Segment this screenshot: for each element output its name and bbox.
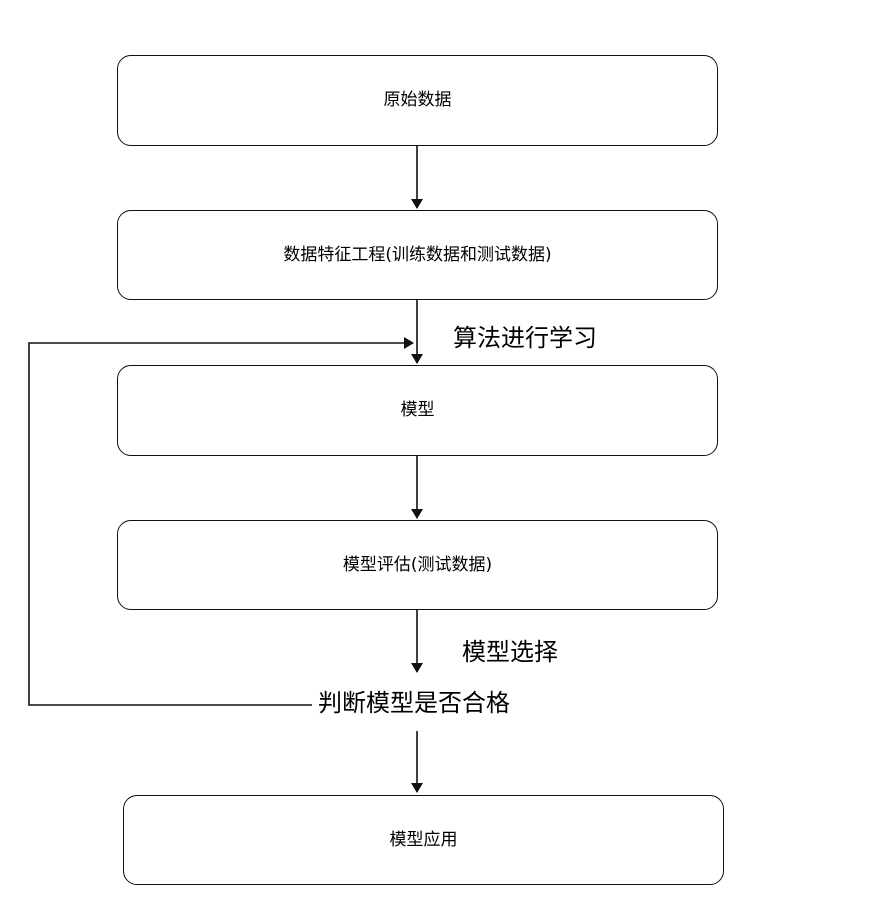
node-model-evaluation-label: 模型评估(测试数据) xyxy=(342,554,493,575)
label-model-selection: 模型选择 xyxy=(462,638,558,666)
node-raw-data: 原始数据 xyxy=(117,55,718,146)
node-model-application-label: 模型应用 xyxy=(389,829,458,850)
node-model-evaluation: 模型评估(测试数据) xyxy=(117,520,718,610)
node-model-application: 模型应用 xyxy=(123,795,724,885)
node-raw-data-label: 原始数据 xyxy=(383,90,452,110)
label-qualification-check: 判断模型是否合格 xyxy=(318,689,510,717)
node-model: 模型 xyxy=(117,365,718,456)
node-model-label: 模型 xyxy=(400,400,435,420)
label-algorithm-learning: 算法进行学习 xyxy=(453,324,597,352)
node-feature-engineering-label: 数据特征工程(训练数据和测试数据) xyxy=(283,244,552,265)
node-feature-engineering: 数据特征工程(训练数据和测试数据) xyxy=(117,210,718,300)
